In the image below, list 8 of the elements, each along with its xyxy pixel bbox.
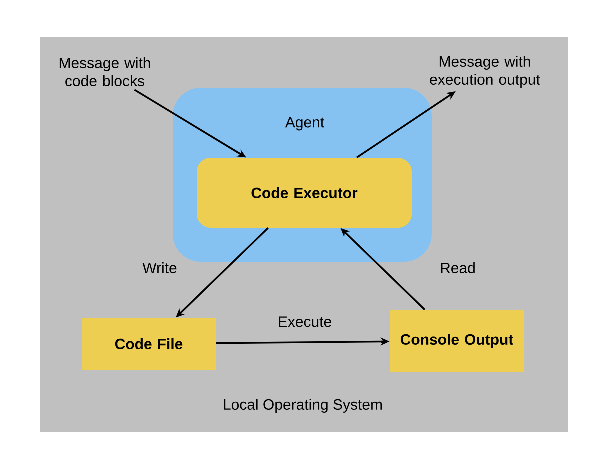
process-box: Console Output xyxy=(390,310,524,372)
edge-label: Read xyxy=(439,262,477,274)
edge-label: Execute xyxy=(276,316,334,328)
process-box: Code File xyxy=(82,318,216,370)
message-text: Message with code blocks xyxy=(60,58,150,86)
message-text: Message with execution output xyxy=(430,56,540,88)
edge-label: Write xyxy=(142,262,178,274)
process-box: Code Executor xyxy=(197,158,412,228)
